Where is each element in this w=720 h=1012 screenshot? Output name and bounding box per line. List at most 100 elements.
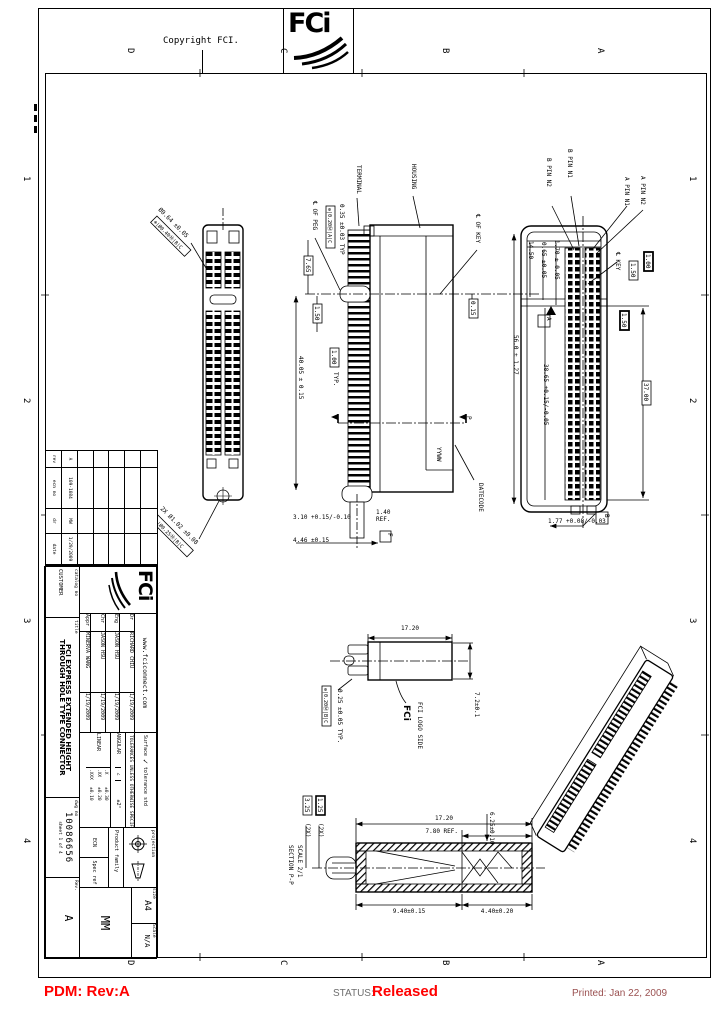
dim-4-46: 4.46 ±0.15: [293, 537, 330, 544]
signoff-date-0: 1/19/2009: [128, 693, 134, 721]
zone-top-a: A: [595, 48, 605, 54]
zone-left-1: 1: [21, 176, 31, 181]
peg-fci-mark: FCi: [401, 705, 411, 721]
zone-top-c: C: [278, 48, 288, 53]
tb-projection: projection: [123, 827, 157, 888]
section-scale: SCALE 2/1: [296, 845, 303, 878]
side-pitch-fcf-text: ⊕|0.20Ⓜ|A|C: [326, 208, 333, 243]
dim-17-20-peg: 17.20: [401, 625, 419, 632]
label-cl-key: ℄ KEY: [614, 251, 621, 271]
rev-ecn: 109-1084: [61, 468, 78, 509]
section-contact: [461, 851, 513, 877]
side-texts: TERMINAL HOUSING ℄ OF KEY ℄ OF PEG 0.35 …: [293, 164, 484, 544]
dim-1-77: 1.77 +0.08/-0.03: [548, 518, 606, 525]
tb-scale: Scale N/A: [131, 923, 157, 959]
dim-box-1-50-mid: 1.50: [619, 310, 630, 331]
label-yyww: YYWW: [435, 447, 442, 462]
zone-labels: D C B A D C B A 1 2 3 4 1 2 3 4: [21, 48, 697, 966]
signoff-name-0: RICHARD CHIU: [120, 632, 134, 693]
dim-7-2: 7.2±0.1: [473, 692, 480, 718]
signoff-date-3: 1/19/2009: [84, 693, 91, 721]
dim-14-50: 14.50: [527, 241, 534, 259]
printed-date: Printed: Jan 22, 2009: [572, 988, 668, 999]
rev-value: A: [61, 451, 78, 468]
zone-right-1: 1: [687, 176, 697, 181]
dim-box-3-25: 3.25: [302, 795, 313, 816]
label-cl-of-key: ℄ OF KEY: [474, 213, 481, 244]
third-angle-projection-icon: [129, 834, 147, 881]
dwg-number: 10086656: [63, 811, 73, 864]
tb-surface: Surface ✓ tolerance std: [134, 732, 157, 828]
end-pin-row-b: [564, 247, 581, 501]
fci-logo-arcs: [293, 36, 349, 70]
tb-logo-cell: FCi: [79, 566, 157, 614]
dim-1-25-qty: (2X): [317, 823, 324, 837]
revision-table: A 109-1084 MW 1/29/2009 rev ecn no dr da…: [45, 450, 158, 565]
dim-37-00: 37.00: [642, 383, 649, 401]
zone-bottom-b: B: [440, 960, 450, 965]
tb-spec-ref: Spec ref: [79, 857, 109, 888]
dim-3-10: 3.10 +0.15/-0.10: [293, 514, 351, 521]
ecn-h: ecn no: [45, 468, 62, 509]
dim-1-40-ref: REF.: [376, 516, 390, 523]
copyright-leader: [202, 50, 203, 73]
lin-v-1: ±0.20: [95, 787, 101, 801]
signoff-role-1: Eng: [106, 614, 120, 632]
dim-7-65: 7.65: [304, 258, 311, 273]
dim-100-typ: TYP.: [332, 372, 339, 386]
label-b-pin-n1: B PIN N1: [566, 149, 573, 178]
front-callout-hole: Ø0.64 ±0.05: [157, 206, 190, 239]
dim-3-25-qty: (2X): [304, 823, 311, 837]
angular-label: ANGULAR: [115, 733, 121, 768]
end-texts: B PIN N2 B PIN N1 A PIN N1 A PIN N2 14.5…: [512, 149, 646, 525]
side-terminal-comb: [347, 229, 371, 489]
edge-registration-marks: [34, 104, 37, 133]
dim-1-50-mid: 1.50: [620, 313, 627, 328]
dim-1-70: 1.70 ± 0.05: [553, 240, 560, 280]
datum-f: F: [379, 530, 393, 543]
peg-tail-fcf: ⊕|0.20Ⓜ|B|C: [321, 685, 332, 727]
dim-box-0-15: 0.15: [468, 298, 479, 319]
view-isometric: [529, 645, 679, 853]
zone-bottom-a: A: [595, 960, 605, 966]
dim-6-25: 6.25±0.10: [488, 812, 495, 845]
datum-a-flag: [546, 306, 556, 315]
date-h: date: [45, 534, 62, 564]
copyright-note: Copyright FCI.: [163, 36, 239, 46]
dim-1-40: 1.40: [376, 509, 391, 516]
dim-box-37-00: 37.00: [641, 380, 652, 406]
zone-right-2: 2: [687, 398, 697, 403]
zone-top-b: B: [440, 48, 450, 53]
section-p-left: P: [332, 416, 339, 420]
dim-38-65: 38.65 +0.15/-0.05: [542, 364, 549, 426]
fci-logo: FCi: [286, 8, 350, 70]
peg-texts: 17.20 7.2±0.1 0.25 ±0.05 TYP. FCi FCI LO…: [336, 625, 480, 749]
angular-symbol: ∠: [115, 768, 121, 781]
zone-bottom-c: C: [278, 960, 288, 965]
tb-size: size A4: [131, 887, 157, 924]
tb-title: title PCI EXPRESS EXTENDED HEIGHT THROUG…: [44, 617, 80, 798]
view-end: B PIN N2 B PIN N1 A PIN N1 A PIN N2 14.5…: [511, 149, 654, 529]
tb-fci-logo-arcs: [108, 571, 131, 611]
peg-tail-fcf-text: ⊕|0.20Ⓜ|B|C: [322, 688, 329, 723]
outer-border: [38, 8, 711, 978]
status-label: STATUS:: [333, 988, 374, 999]
dim-0-15: 0.15: [469, 301, 476, 316]
dim-box-1-00: 1.00: [329, 347, 340, 368]
datum-b-label: B: [603, 514, 610, 518]
dim-box-7-65: 7.65: [303, 255, 314, 276]
dim-9-40: 9.40±0.15: [393, 908, 426, 915]
tb-product-family: Product family: [108, 827, 124, 888]
label-fci-logo-side: FCI LOGO SIDE: [416, 702, 423, 749]
lin-k-0: .X: [103, 769, 108, 775]
side-pitch-fcf: ⊕|0.20Ⓜ|A|C: [325, 205, 336, 249]
dim-3-25: 3.25: [303, 798, 310, 813]
label-terminal: TERMINAL: [355, 165, 362, 194]
dim-pitch: 0.35 ±0.03 TYP: [338, 204, 345, 255]
tb-rev: Rev. A: [44, 877, 80, 959]
zone-right-3: 3: [687, 618, 697, 623]
dim-tail: 0.25 ±0.05 TYP.: [336, 689, 343, 743]
dim-4-40: 4.40±0.20: [481, 908, 514, 915]
dim-1-50-top: 1.50: [629, 263, 636, 278]
